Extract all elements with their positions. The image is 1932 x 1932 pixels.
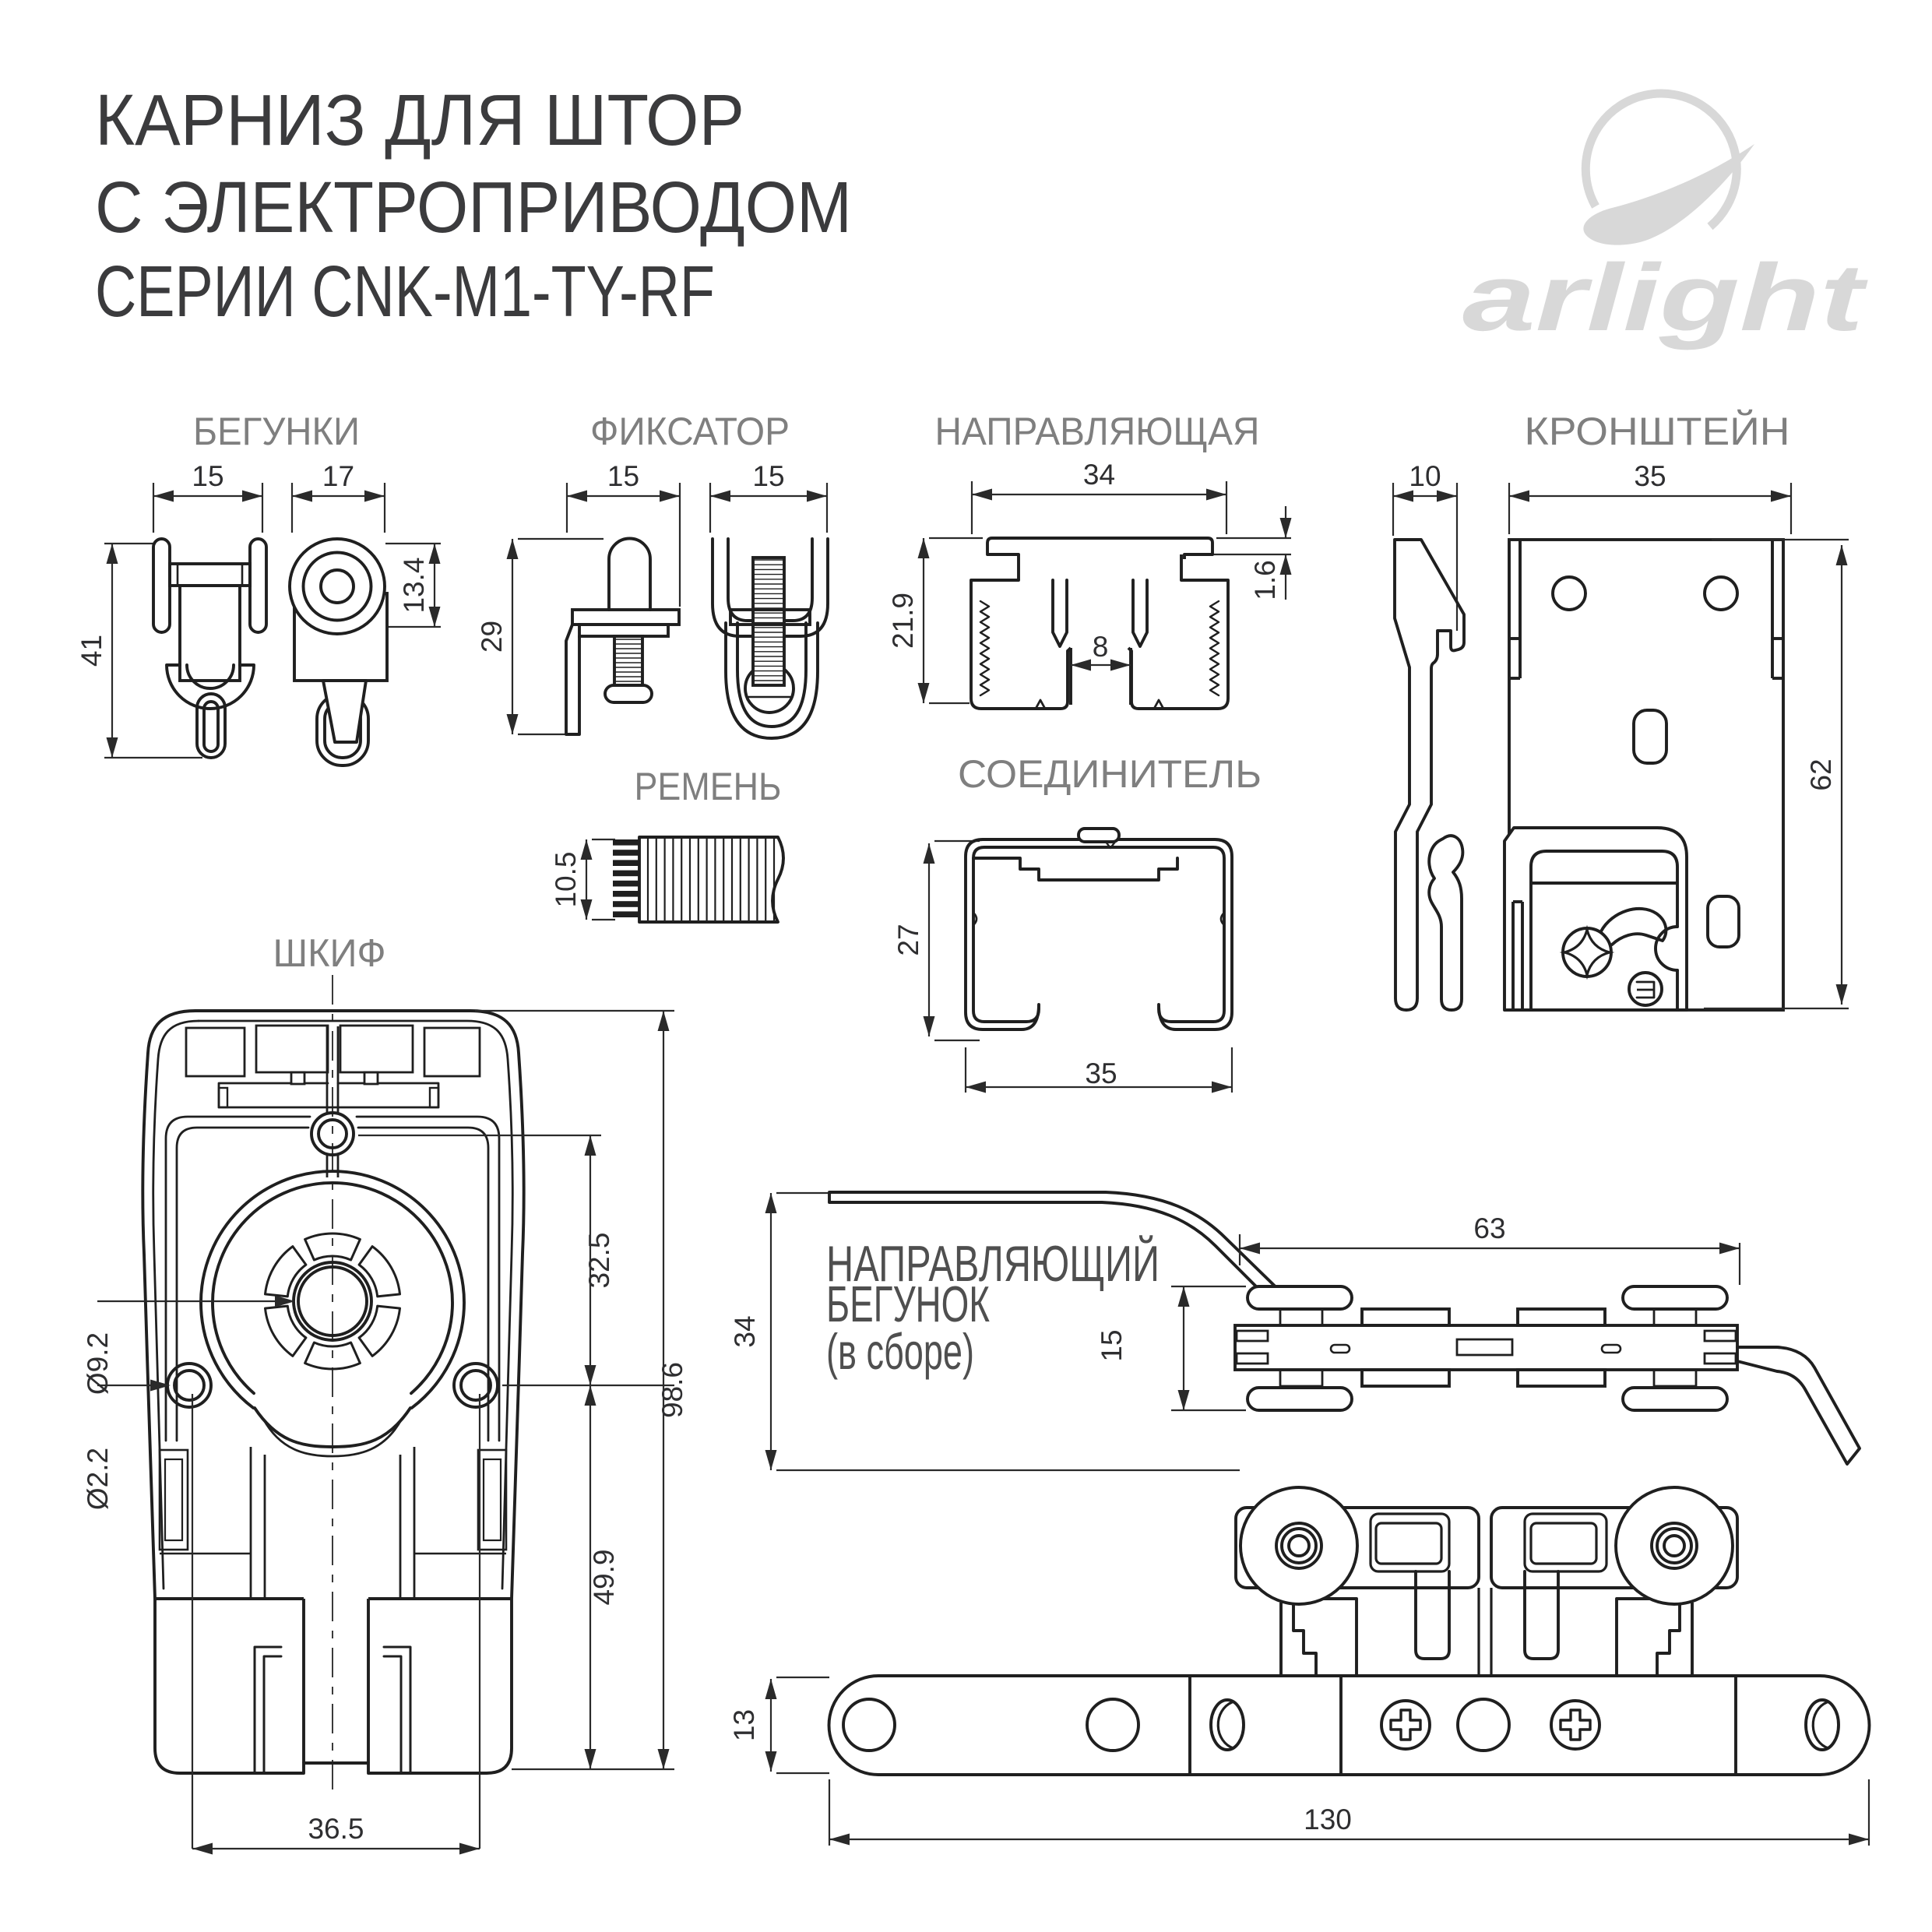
- svg-text:62: 62: [1805, 758, 1837, 790]
- svg-text:РЕМЕНЬ: РЕМЕНЬ: [635, 765, 782, 808]
- svg-text:1.6: 1.6: [1249, 560, 1281, 600]
- svg-text:СОЕДИНИТЕЛЬ: СОЕДИНИТЕЛЬ: [958, 752, 1262, 796]
- svg-text:35: 35: [1085, 1057, 1117, 1089]
- svg-text:КАРНИЗ ДЛЯ ШТОР: КАРНИЗ ДЛЯ ШТОР: [95, 79, 744, 160]
- svg-text:21.9: 21.9: [887, 593, 919, 649]
- svg-text:41: 41: [76, 635, 107, 667]
- svg-text:8: 8: [1093, 631, 1109, 663]
- svg-text:БЕГУНКИ: БЕГУНКИ: [193, 410, 360, 453]
- svg-text:КРОНШТЕЙН: КРОНШТЕЙН: [1525, 409, 1790, 453]
- svg-text:15: 15: [1096, 1329, 1128, 1361]
- svg-text:Ø9.2: Ø9.2: [82, 1332, 114, 1395]
- svg-text:Ø2.2: Ø2.2: [82, 1448, 114, 1510]
- svg-text:32.5: 32.5: [583, 1232, 615, 1288]
- svg-text:С ЭЛЕКТРОПРИВОДОМ: С ЭЛЕКТРОПРИВОДОМ: [95, 167, 852, 248]
- svg-text:98.6: 98.6: [656, 1362, 688, 1418]
- svg-text:27: 27: [892, 924, 924, 955]
- svg-text:13: 13: [728, 1709, 760, 1741]
- svg-text:29: 29: [476, 621, 508, 653]
- svg-text:63: 63: [1473, 1212, 1505, 1244]
- svg-text:34: 34: [1083, 459, 1115, 491]
- svg-text:15: 15: [752, 460, 784, 492]
- svg-text:(в сборе): (в сборе): [826, 1323, 974, 1380]
- svg-text:130: 130: [1304, 1804, 1352, 1835]
- svg-text:15: 15: [192, 460, 223, 492]
- svg-text:10.5: 10.5: [550, 851, 582, 907]
- svg-text:10: 10: [1409, 460, 1441, 492]
- svg-text:НАПРАВЛЯЮЩИЙ: НАПРАВЛЯЮЩИЙ: [826, 1235, 1160, 1292]
- svg-text:13.4: 13.4: [398, 557, 430, 613]
- svg-text:arlight: arlight: [1462, 245, 1868, 350]
- svg-text:ФИКСАТОР: ФИКСАТОР: [590, 410, 790, 453]
- svg-text:ШКИФ: ШКИФ: [273, 931, 386, 975]
- svg-text:35: 35: [1634, 460, 1666, 492]
- svg-text:34: 34: [729, 1315, 761, 1347]
- svg-text:СЕРИИ CNK-M1-TY-RF: СЕРИИ CNK-M1-TY-RF: [95, 251, 715, 332]
- svg-text:БЕГУНОК: БЕГУНОК: [826, 1276, 990, 1332]
- svg-text:49.9: 49.9: [588, 1549, 620, 1605]
- svg-text:15: 15: [607, 460, 639, 492]
- svg-text:36.5: 36.5: [308, 1813, 364, 1845]
- svg-text:17: 17: [322, 460, 354, 492]
- svg-text:НАПРАВЛЯЮЩАЯ: НАПРАВЛЯЮЩАЯ: [935, 410, 1260, 453]
